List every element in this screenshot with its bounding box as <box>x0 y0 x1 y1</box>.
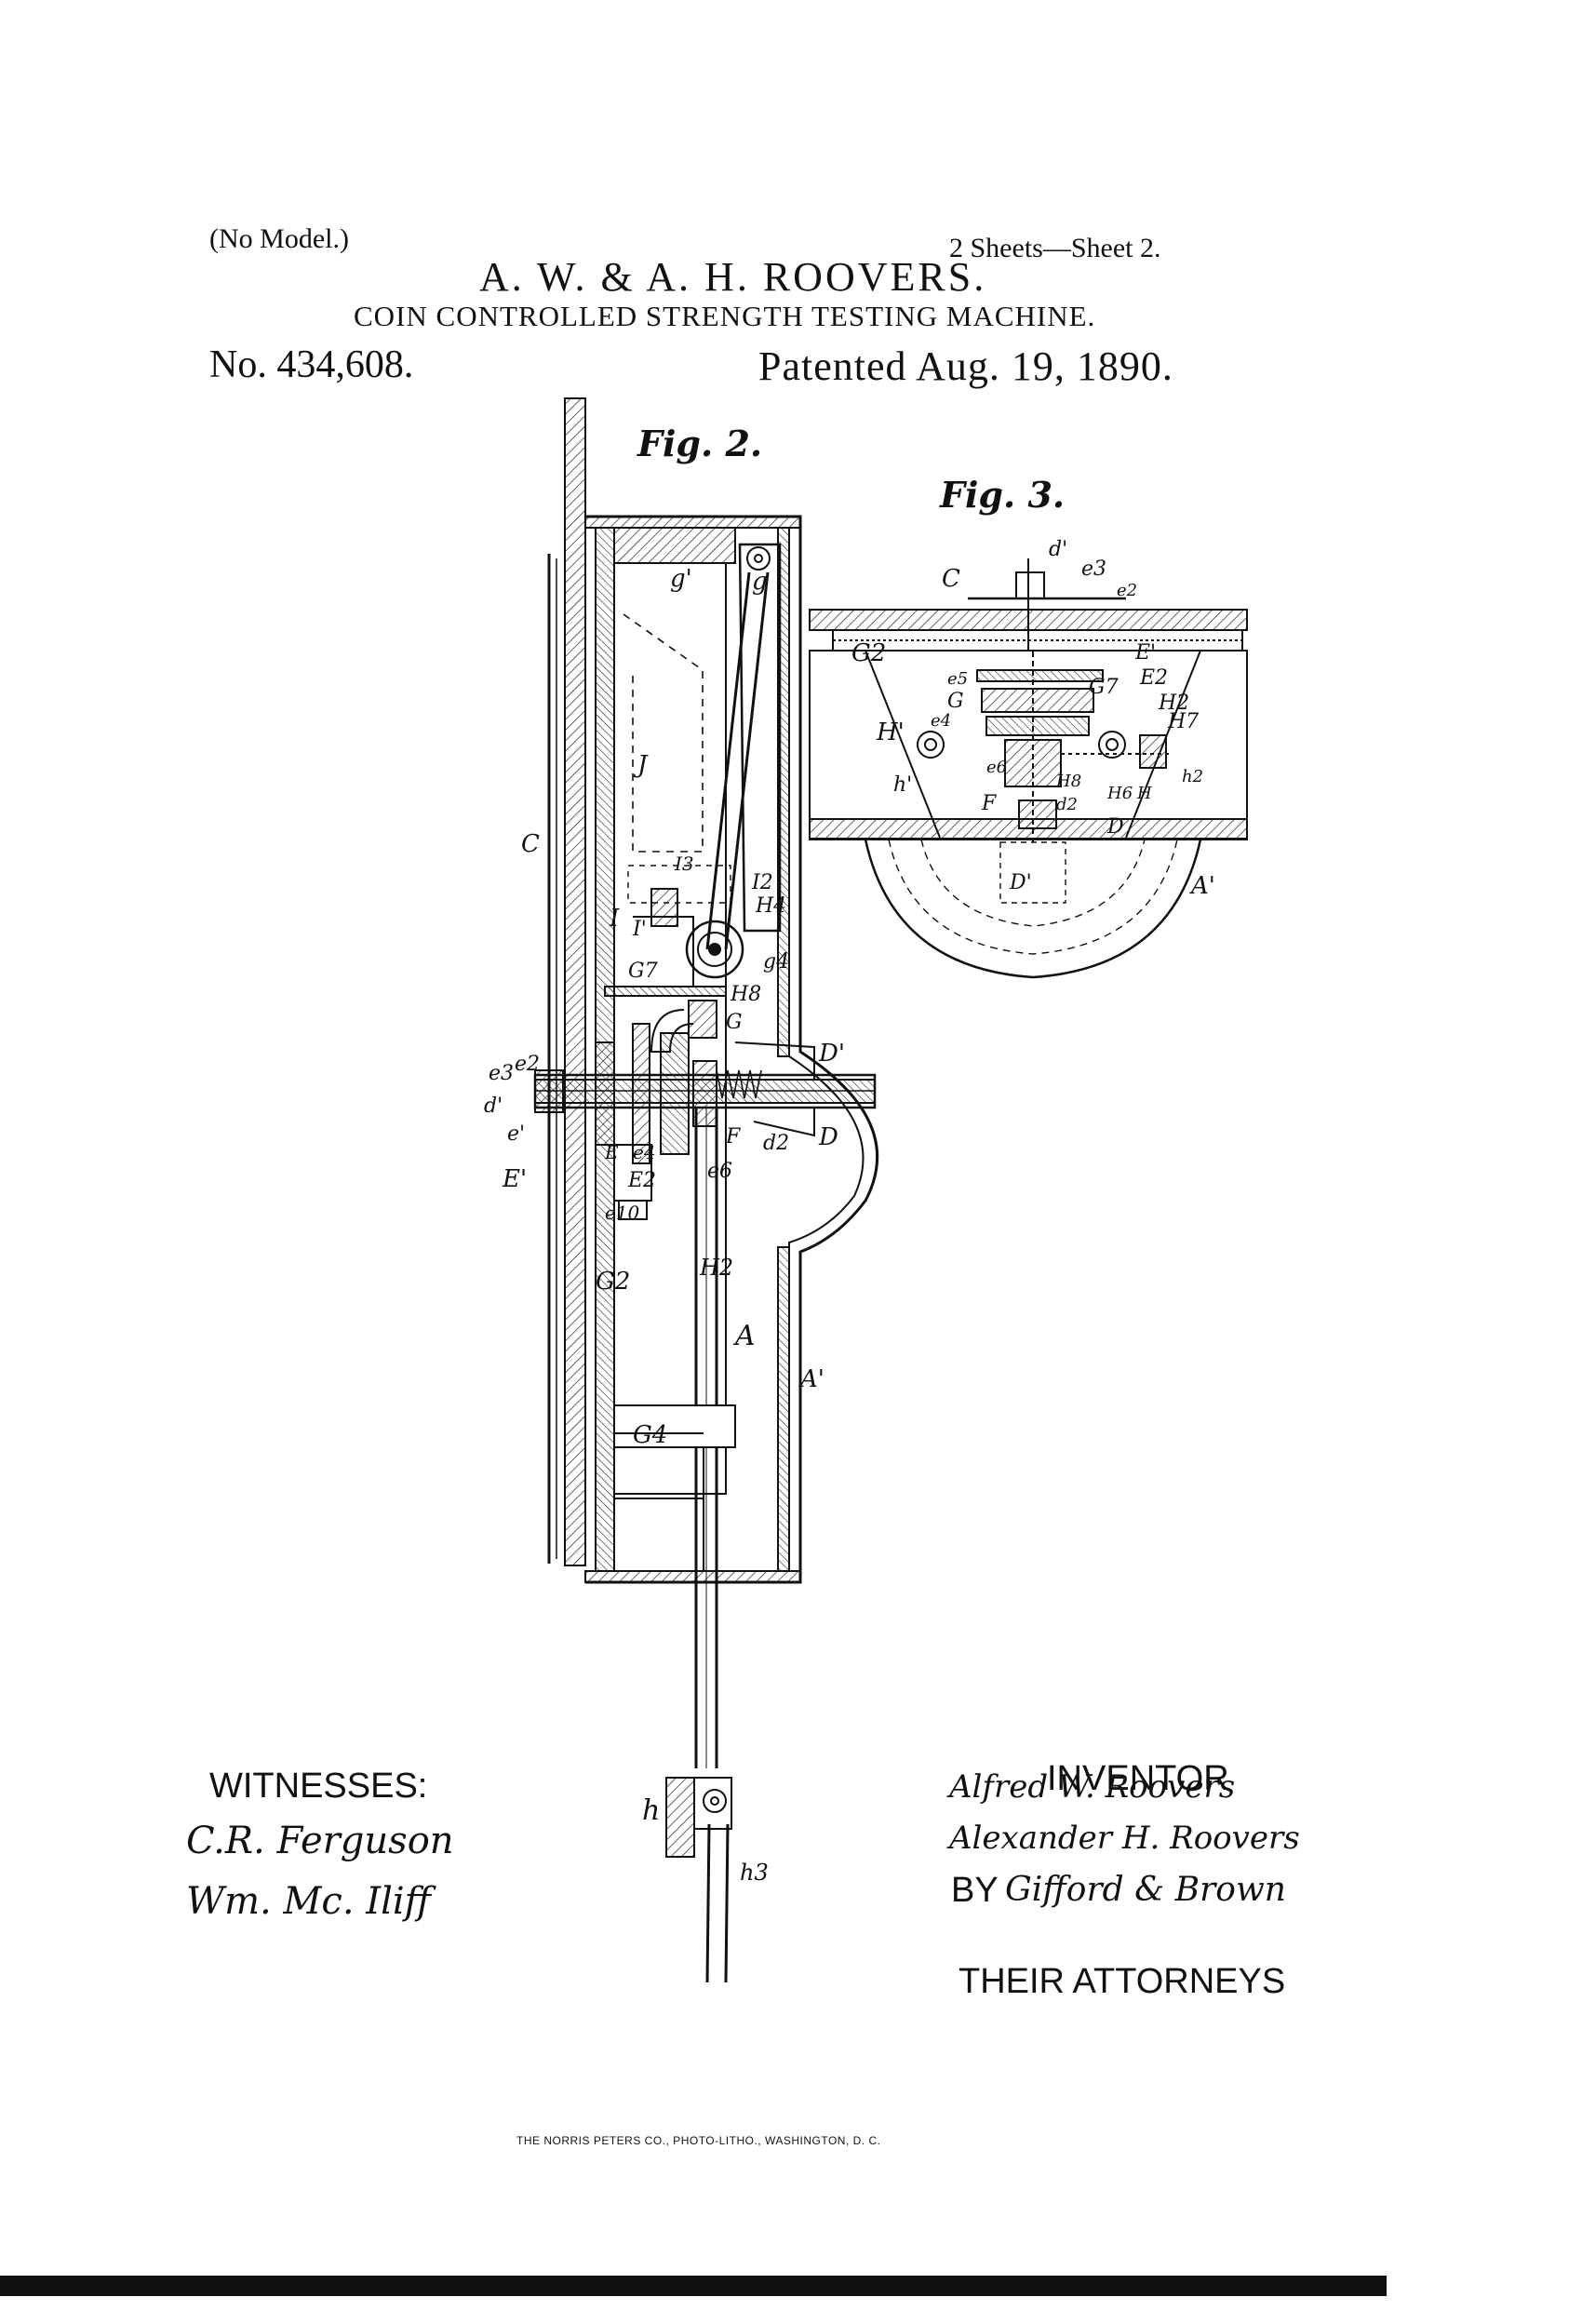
fig3-label: H2 <box>1158 692 1189 715</box>
scan-border <box>0 2276 1387 2296</box>
witnesses-label: WITNESSES: <box>209 1767 428 1806</box>
fig3-label: h' <box>893 773 912 797</box>
fig2-label: G7 <box>628 960 658 983</box>
fig2-label: e' <box>507 1122 525 1146</box>
fig3-label: d2 <box>1056 795 1078 814</box>
fig2-label: J <box>633 751 649 779</box>
fig3-label: H7 <box>1167 710 1199 733</box>
fig3-label: E' <box>1134 641 1156 665</box>
fig2-label: G <box>726 1011 743 1034</box>
fig2-label: H4 <box>755 894 786 918</box>
fig2-label: I <box>609 905 620 933</box>
fig2-label: e3 <box>489 1062 514 1085</box>
fig3-label: H6 <box>1106 784 1133 803</box>
fig3-label: D' <box>1009 871 1032 894</box>
fig2-label: H2 <box>699 1255 733 1281</box>
fig3-label: e6 <box>986 758 1007 777</box>
fig3-label: H' <box>876 719 905 746</box>
fig2-label: A' <box>798 1365 825 1393</box>
fig2-labels: g' g J C I3 I2 I I' H4 G7 g4 H8 G D' e3 … <box>484 565 845 1886</box>
fig3-label: G7 <box>1089 676 1119 699</box>
printer-credit: THE NORRIS PETERS CO., PHOTO-LITHO., WAS… <box>516 2134 881 2147</box>
fig2-label: E2 <box>627 1169 656 1192</box>
fig3-label: G <box>947 690 964 713</box>
sheet-number: 2 Sheets—Sheet 2. <box>949 233 1161 263</box>
fig3-label: e2 <box>1117 581 1137 600</box>
fig3-label: G2 <box>851 639 886 667</box>
fig2-label: C <box>521 830 540 858</box>
patented-date: Patented Aug. 19, 1890. <box>758 343 1173 389</box>
fig3-label: D <box>1106 815 1124 839</box>
fig2-label: d2 <box>763 1132 789 1155</box>
patent-title: COIN CONTROLLED STRENGTH TESTING MACHINE… <box>354 300 1096 332</box>
fig3-label: d' <box>1049 538 1067 561</box>
inventors-heading: A. W. & A. H. ROOVERS. <box>479 254 987 300</box>
fig3-label: C <box>942 565 960 593</box>
fig2-label: D' <box>818 1040 845 1068</box>
fig2-label: H8 <box>730 983 761 1006</box>
witness-signature-2: Wm. Mc. Iliff <box>186 1880 431 1923</box>
fig3-label: h2 <box>1182 767 1203 786</box>
fig2-label: e6 <box>707 1160 732 1183</box>
fig2-label: I' <box>632 918 647 941</box>
by-label: BY <box>951 1871 999 1910</box>
fig2-label: h3 <box>740 1860 769 1886</box>
inventor-label: INVENTOR <box>1047 1759 1229 1798</box>
fig3-labels: C d' e3 e2 G2 E' E2 G7 e5 G e4 H2 H' H7 … <box>851 538 1215 900</box>
fig2-label: g4 <box>763 950 789 974</box>
fig2-drawing <box>533 397 879 1983</box>
fig3-label: e4 <box>931 711 951 731</box>
fig2-label: d' <box>484 1095 503 1118</box>
fig2-label: G2 <box>596 1268 630 1296</box>
fig2-label: I3 <box>674 853 694 875</box>
fig2-label: D <box>818 1123 838 1151</box>
fig3-label: A' <box>1189 872 1215 900</box>
fig3-label: e3 <box>1081 557 1106 581</box>
fig2-title: Fig. 2. <box>637 423 762 464</box>
fig2-label: G4 <box>633 1421 667 1449</box>
fig2-label: g <box>752 568 768 596</box>
no-model-note: (No Model.) <box>209 223 349 254</box>
fig2-label: E' <box>502 1165 527 1193</box>
fig3-drawing <box>809 558 1248 979</box>
fig2-label: E <box>604 1141 619 1163</box>
witness-signature-1: C.R. Ferguson <box>186 1820 454 1862</box>
inventor-signature-2: Alexander H. Roovers <box>949 1820 1300 1857</box>
fig3-label: H <box>1136 784 1152 803</box>
fig3-label: E2 <box>1139 666 1168 690</box>
fig2-label: I2 <box>751 871 773 894</box>
fig2-label: e2 <box>515 1053 540 1076</box>
fig2-label: A <box>732 1320 756 1352</box>
fig2-label: h <box>642 1794 660 1827</box>
fig2-label: F <box>725 1125 741 1149</box>
fig3-label: H8 <box>1055 772 1081 791</box>
attorney-signature: Gifford & Brown <box>1005 1871 1286 1909</box>
fig2-label: e10 <box>605 1202 640 1224</box>
fig2-label: e4 <box>633 1141 656 1163</box>
attorneys-label: THEIR ATTORNEYS <box>959 1962 1286 2001</box>
fig3-title: Fig. 3. <box>939 474 1065 516</box>
fig3-label: F <box>981 792 997 815</box>
fig3-label: e5 <box>947 669 968 689</box>
fig2-label: g' <box>670 565 692 593</box>
inventor-signature-1: Alfred W. Roovers <box>949 1768 1236 1806</box>
patent-number: No. 434,608. <box>209 343 414 386</box>
